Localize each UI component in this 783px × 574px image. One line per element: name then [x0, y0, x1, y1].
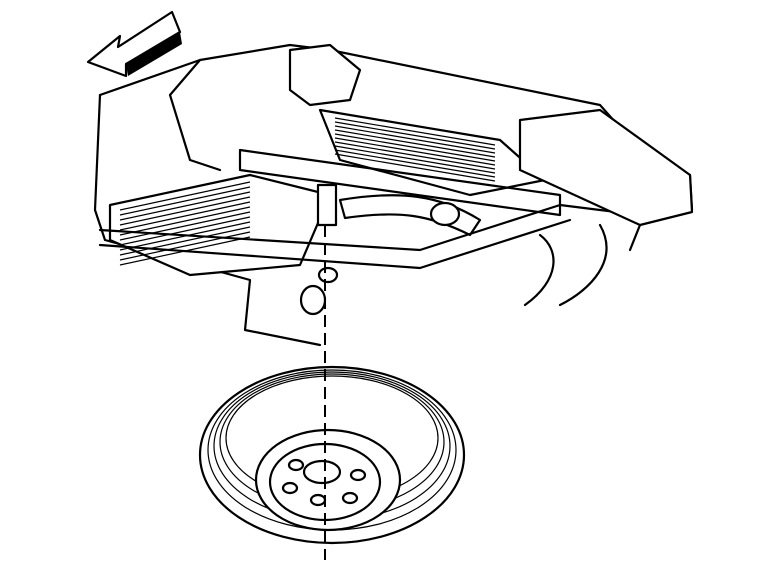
spare-tire-hoist [299, 183, 339, 316]
rib-line [334, 133, 496, 162]
rib-line [119, 186, 251, 216]
rib-line [119, 226, 251, 256]
rib-line [119, 211, 251, 241]
forward-arrow-icon [86, 10, 182, 78]
rib-line [334, 117, 496, 146]
rib-line [334, 141, 496, 170]
rear-bumper [518, 108, 694, 307]
rib-line [119, 181, 251, 211]
crossmember [238, 148, 562, 217]
rib-line [119, 191, 251, 221]
floor-ribs [334, 117, 496, 182]
exhaust-pipe [338, 194, 482, 237]
rib-line [119, 206, 251, 236]
rib-line [334, 137, 496, 166]
rib-line [334, 153, 496, 182]
rib-line [334, 121, 496, 150]
rib-line [334, 149, 496, 178]
rib-line [334, 125, 496, 154]
rib-line [334, 145, 496, 174]
rib-line [119, 216, 251, 246]
rib-line [334, 129, 496, 158]
rib-line [119, 196, 251, 226]
rib-line [119, 201, 251, 231]
rib-line [119, 231, 251, 261]
frame-rails [98, 108, 642, 277]
